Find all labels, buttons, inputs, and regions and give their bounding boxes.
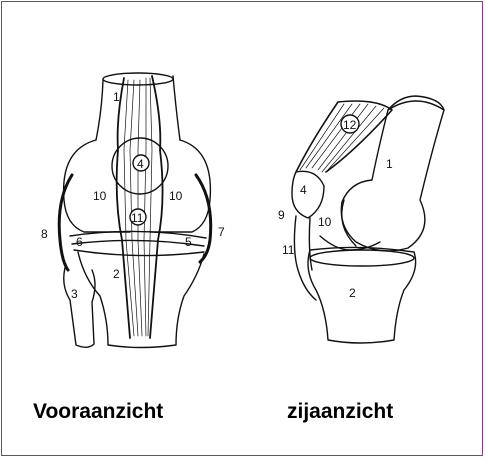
front-label-5: 5 bbox=[185, 235, 192, 249]
side-label-2: 2 bbox=[349, 286, 356, 300]
front-label-8: 8 bbox=[41, 227, 48, 241]
side-patella bbox=[292, 171, 324, 218]
front-medial-collateral bbox=[59, 175, 72, 270]
side-label-12: 12 bbox=[343, 118, 357, 132]
side-label-4: 4 bbox=[300, 183, 307, 197]
front-label-7: 7 bbox=[218, 225, 225, 239]
front-view-caption: Vooraanzicht bbox=[33, 400, 163, 424]
side-tibia bbox=[308, 247, 416, 343]
side-label-11: 11 bbox=[282, 243, 295, 257]
front-label-6: 6 bbox=[76, 235, 83, 249]
front-quadriceps-tendon bbox=[117, 76, 163, 338]
front-label-11: 11 bbox=[131, 211, 144, 225]
front-lateral-collateral bbox=[196, 175, 211, 262]
side-label-1: 1 bbox=[386, 157, 393, 171]
front-fibula bbox=[64, 264, 95, 347]
front-label-10-right: 10 bbox=[169, 189, 183, 203]
front-tibia bbox=[78, 252, 204, 348]
front-label-1: 1 bbox=[113, 90, 120, 104]
front-label-3: 3 bbox=[71, 287, 78, 301]
front-label-4: 4 bbox=[137, 157, 144, 171]
side-knee-drawing bbox=[292, 96, 444, 343]
front-label-2: 2 bbox=[113, 267, 120, 281]
front-label-10-left: 10 bbox=[93, 189, 107, 203]
side-label-9: 9 bbox=[278, 208, 285, 222]
side-patellar-ligament bbox=[294, 216, 316, 300]
side-label-10: 10 bbox=[318, 215, 332, 229]
side-view-caption: zijaanzicht bbox=[287, 400, 393, 424]
